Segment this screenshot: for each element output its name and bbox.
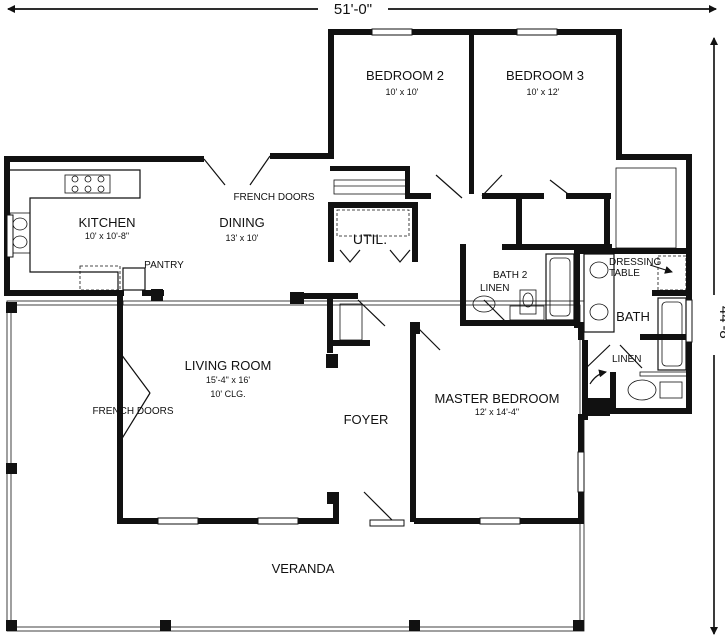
walls	[4, 29, 692, 524]
bedroom2-size: 10' x 10'	[386, 87, 419, 97]
bedroom3-name: BEDROOM 3	[506, 68, 584, 83]
living-size: 15'-4" x 16'	[206, 375, 250, 385]
closets	[333, 167, 687, 341]
width-dimension: 51'-0"	[7, 1, 717, 18]
room-labels: BEDROOM 2 10' x 10' BEDROOM 3 10' x 12' …	[78, 68, 649, 576]
util-name: UTIL.	[353, 231, 387, 247]
linen-bath2-label: LINEN	[480, 283, 509, 294]
master-name: MASTER BEDROOM	[435, 391, 560, 406]
bath-name: BATH	[616, 309, 650, 324]
doors	[117, 155, 643, 527]
veranda-name: VERANDA	[272, 561, 335, 576]
dressing-label-line2: TABLE	[609, 268, 640, 279]
depth-dimension-label: 44'-8"	[716, 306, 725, 344]
width-dimension-label: 51'-0"	[334, 1, 372, 18]
foyer-name: FOYER	[344, 412, 389, 427]
bath-fixtures	[472, 253, 689, 401]
living-name: LIVING ROOM	[185, 358, 272, 373]
annotation-labels: FRENCH DOORS FRENCH DOORS PANTRY LINEN L…	[92, 192, 661, 417]
dining-size: 13' x 10'	[226, 233, 259, 243]
kitchen-size: 10' x 10'-8"	[85, 231, 129, 241]
bedroom2-name: BEDROOM 2	[366, 68, 444, 83]
bedroom3-size: 10' x 12'	[527, 87, 560, 97]
french-doors-left-label: FRENCH DOORS	[92, 406, 173, 417]
kitchen-counters	[9, 169, 146, 291]
depth-dimension: 44'-8"	[706, 37, 725, 635]
dressing-label-line1: DRESSING	[609, 257, 661, 268]
kitchen-name: KITCHEN	[78, 215, 135, 230]
bath2-name: BATH 2	[493, 270, 528, 281]
dining-name: DINING	[219, 215, 265, 230]
master-size: 12' x 14'-4"	[475, 407, 519, 417]
linen-master-label: LINEN	[612, 354, 641, 365]
windows	[6, 28, 693, 525]
pantry-label: PANTRY	[144, 260, 184, 271]
living-note: 10' CLG.	[210, 389, 245, 399]
veranda	[6, 300, 585, 632]
french-doors-top-label: FRENCH DOORS	[233, 192, 314, 203]
